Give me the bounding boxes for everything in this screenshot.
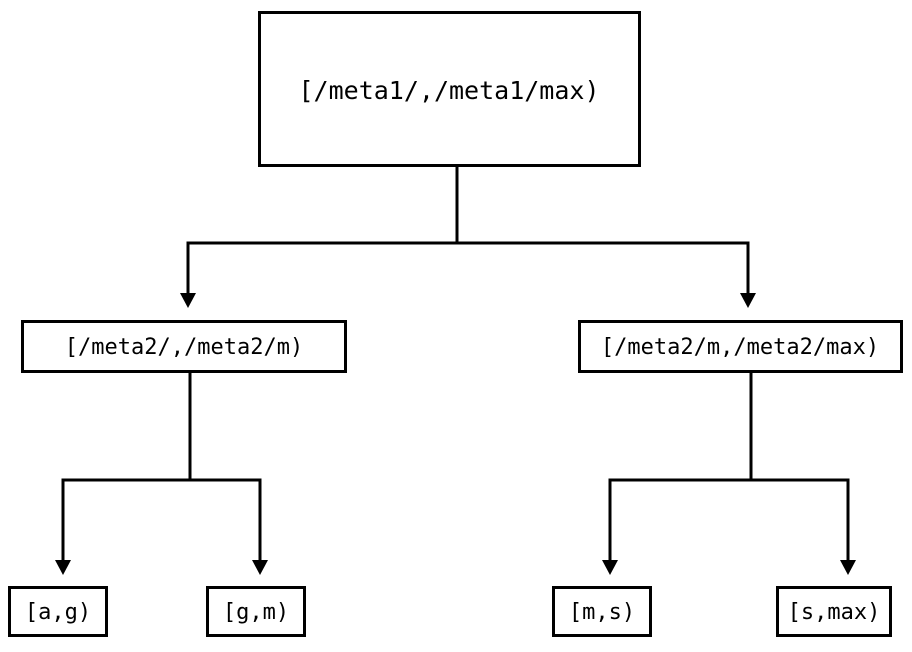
edge-path-left-second	[188, 373, 262, 560]
arrowhead-root-to-mid-right	[740, 293, 756, 308]
edge-mid-left-to-leaf-a-g	[55, 373, 192, 575]
node-root-box[interactable]	[258, 11, 641, 167]
node-leaf-m-s-box[interactable]	[552, 586, 652, 637]
edge-mid-right-to-leaf-s-max	[749, 373, 856, 575]
edge-root-to-mid-right	[455, 167, 756, 308]
node-leaf-a-g[interactable]: [a,g)	[8, 586, 108, 637]
arrowhead-root-to-mid-left	[180, 293, 196, 308]
arrowhead-mid-right-to-leaf-s-max	[840, 560, 856, 575]
arrowhead-mid-left-to-leaf-g-m	[252, 560, 268, 575]
node-leaf-s-max-box[interactable]	[776, 586, 892, 637]
edge-path-root-left	[186, 167, 459, 293]
node-root-label: [/meta1/,/meta1/max)	[298, 76, 599, 105]
node-root[interactable]: [/meta1/,/meta1/max)	[258, 11, 641, 167]
node-leaf-s-max[interactable]: [s,max)	[776, 586, 892, 637]
node-mid-right[interactable]: [/meta2/m,/meta2/max)	[578, 320, 903, 373]
node-leaf-g-m[interactable]: [g,m)	[206, 586, 306, 637]
node-mid-left-label: [/meta2/,/meta2/m)	[65, 335, 303, 360]
edge-mid-right-to-leaf-m-s	[602, 373, 753, 575]
node-mid-right-box[interactable]	[578, 320, 903, 373]
edge-path-left-first	[61, 373, 192, 560]
arrowhead-mid-right-to-leaf-m-s	[602, 560, 618, 575]
node-mid-right-label: [/meta2/m,/meta2/max)	[601, 335, 879, 360]
node-leaf-a-g-box[interactable]	[8, 586, 108, 637]
arrowhead-mid-left-to-leaf-a-g	[55, 560, 71, 575]
edge-path-right-first	[608, 373, 753, 560]
node-leaf-a-g-label: [a,g)	[25, 600, 91, 625]
node-mid-left-box[interactable]	[21, 320, 347, 373]
node-leaf-s-max-label: [s,max)	[788, 600, 881, 625]
edge-path-root-right	[455, 167, 750, 293]
edge-root-to-mid-left	[180, 167, 459, 308]
edge-path-right-second	[749, 373, 850, 560]
node-leaf-g-m-box[interactable]	[206, 586, 306, 637]
node-mid-left[interactable]: [/meta2/,/meta2/m)	[21, 320, 347, 373]
node-leaf-m-s-label: [m,s)	[569, 600, 635, 625]
node-leaf-m-s[interactable]: [m,s)	[552, 586, 652, 637]
node-leaf-g-m-label: [g,m)	[223, 600, 289, 625]
edge-mid-left-to-leaf-g-m	[188, 373, 268, 575]
